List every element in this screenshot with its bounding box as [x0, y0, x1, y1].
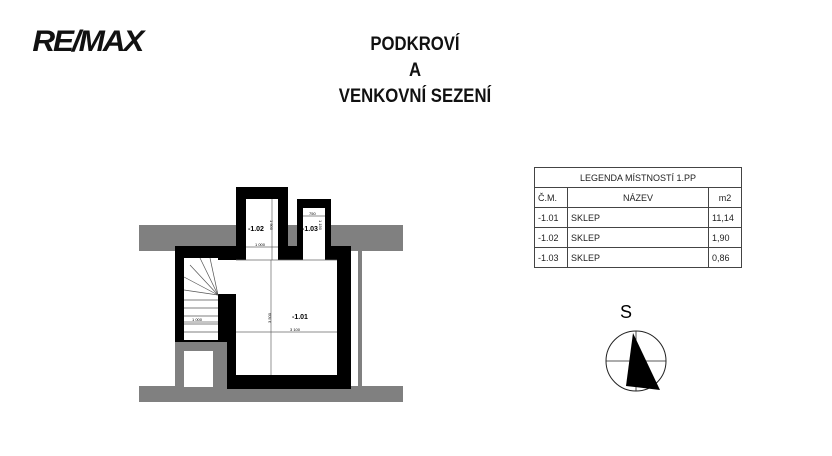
room-label-1-01: -1.01: [292, 314, 308, 321]
remax-logo: RE/MAX: [32, 25, 144, 58]
legend-title: LEGENDA MÍSTNOSTÍ 1.PP: [534, 167, 742, 188]
compass-icon: [605, 330, 667, 392]
room-dim: 3 100: [290, 327, 301, 332]
room-label-1-02: -1.02: [248, 226, 264, 233]
cell: SKLEP: [567, 207, 709, 228]
legend-header: Č.M.: [534, 187, 568, 208]
cell: SKLEP: [567, 227, 709, 248]
cell: -1.03: [534, 247, 568, 268]
cell: 1,90: [708, 227, 742, 248]
title-line-2: A: [408, 60, 422, 81]
cell: 11,14: [708, 207, 742, 228]
cell: SKLEP: [567, 247, 709, 268]
room-dim: 1 150: [318, 220, 323, 231]
cell: -1.02: [534, 227, 568, 248]
compass-label: S: [620, 302, 632, 322]
legend-header: m2: [708, 187, 742, 208]
room-dim: 3 500: [267, 312, 272, 323]
room-dim: 750: [309, 211, 316, 216]
room-label-1-03: -1.03: [302, 226, 318, 233]
cell: -1.01: [534, 207, 568, 228]
stair-steps: [183, 257, 219, 333]
title-line-1: PODKROVÍ: [370, 34, 460, 55]
legend-header: NÁZEV: [567, 187, 709, 208]
room-dim: 1 900: [269, 220, 274, 231]
cell: 0,86: [708, 247, 742, 268]
title-line-3: VENKOVNÍ SEZENÍ: [338, 86, 492, 107]
room-dim: 1 000: [255, 242, 266, 247]
stair-dim: 1 000: [192, 317, 203, 322]
